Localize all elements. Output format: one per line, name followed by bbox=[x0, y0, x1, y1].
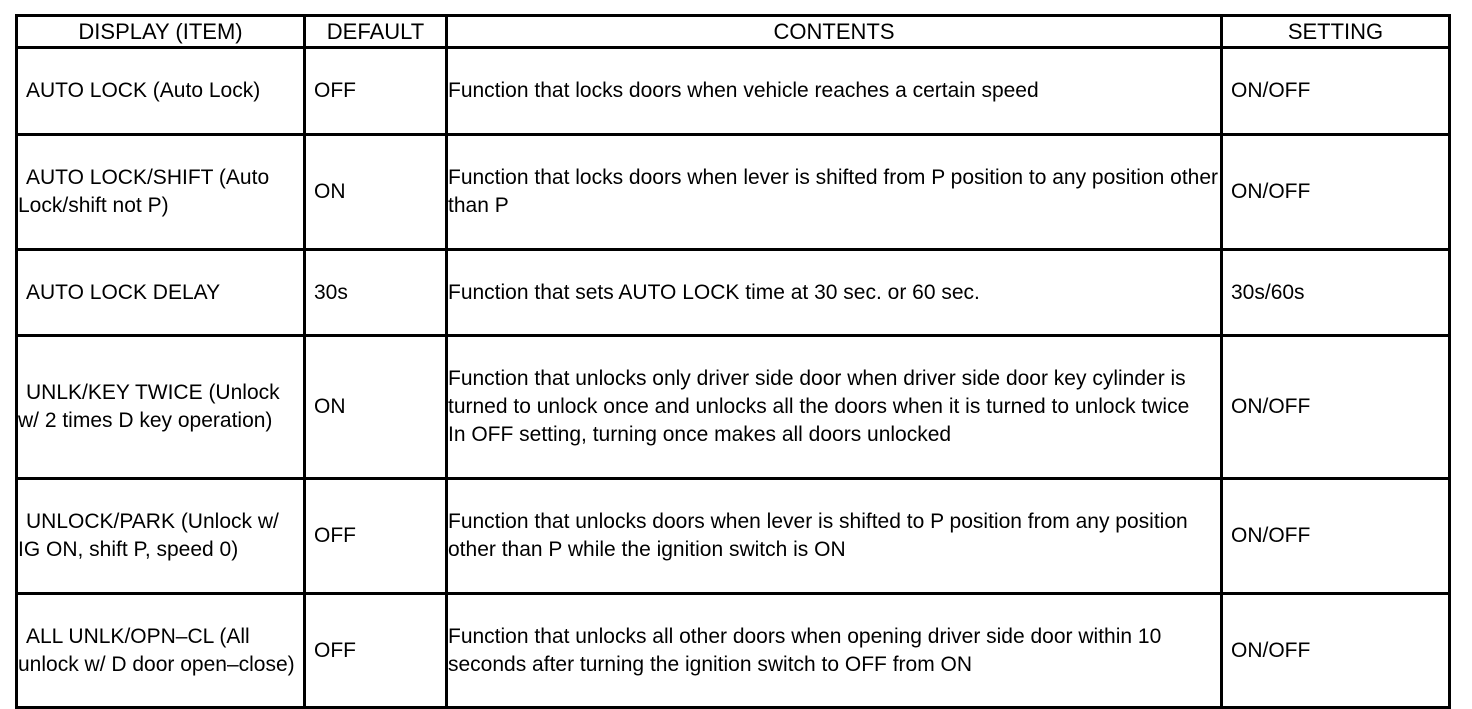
cell-default-value: OFF bbox=[303, 46, 448, 137]
cell-default-value: OFF bbox=[303, 477, 448, 595]
cell-default-value: OFF bbox=[303, 591, 448, 709]
cell-display-item: UNLOCK/PARK (Unlock w/ IG ON, shift P, s… bbox=[15, 477, 306, 595]
default-value-text: OFF bbox=[314, 79, 356, 103]
setting-value-text: 30s/60s bbox=[1231, 280, 1305, 304]
default-value-text: ON bbox=[314, 395, 346, 419]
contents-line: Function that unlocks only driver side d… bbox=[448, 367, 1190, 419]
cell-contents: Function that unlocks all other doors wh… bbox=[445, 591, 1223, 709]
column-header-setting: SETTING bbox=[1220, 13, 1451, 50]
cell-setting-value: ON/OFF bbox=[1220, 477, 1451, 595]
table-row: AUTO LOCK (Auto Lock) OFF Function that … bbox=[15, 46, 1451, 137]
table-header: DISPLAY (ITEM) DEFAULT CONTENTS SETTING bbox=[15, 13, 1451, 50]
setting-value-text: ON/OFF bbox=[1231, 523, 1311, 547]
setting-value-text: ON/OFF bbox=[1231, 79, 1311, 103]
default-value-text: OFF bbox=[314, 638, 356, 662]
table-header-row: DISPLAY (ITEM) DEFAULT CONTENTS SETTING bbox=[15, 13, 1451, 50]
cell-contents: Function that sets AUTO LOCK time at 30 … bbox=[445, 247, 1223, 338]
cell-contents: Function that locks doors when vehicle r… bbox=[445, 46, 1223, 137]
cell-display-item: AUTO LOCK (Auto Lock) bbox=[15, 46, 306, 137]
display-item-text: UNLOCK/PARK (Unlock w/ IG ON, shift P, s… bbox=[18, 510, 279, 561]
contents-text: Function that locks doors when lever is … bbox=[448, 135, 1220, 249]
column-header-contents: CONTENTS bbox=[445, 13, 1223, 50]
contents-line: Function that locks doors when lever is … bbox=[448, 165, 1219, 217]
column-header-display-item-label: DISPLAY (ITEM) bbox=[78, 19, 243, 44]
contents-line: Function that locks doors when vehicle r… bbox=[448, 79, 1039, 103]
contents-line: Function that unlocks doors when lever i… bbox=[448, 510, 1188, 561]
table-row: ALL UNLK/OPN–CL (All unlock w/ D door op… bbox=[15, 591, 1451, 709]
cell-contents: Function that unlocks doors when lever i… bbox=[445, 477, 1223, 595]
column-header-default-label: DEFAULT bbox=[326, 19, 425, 44]
cell-contents: Function that unlocks only driver side d… bbox=[445, 334, 1223, 481]
setting-value-text: ON/OFF bbox=[1231, 179, 1311, 203]
cell-display-item: ALL UNLK/OPN–CL (All unlock w/ D door op… bbox=[15, 591, 306, 709]
contents-line: Function that sets AUTO LOCK time at 30 … bbox=[448, 280, 980, 304]
table-row: AUTO LOCK/SHIFT (Auto Lock/shift not P) … bbox=[15, 133, 1451, 251]
contents-text: Function that sets AUTO LOCK time at 30 … bbox=[448, 250, 1220, 336]
cell-setting-value: ON/OFF bbox=[1220, 334, 1451, 481]
setting-value-text: ON/OFF bbox=[1231, 395, 1311, 419]
settings-specification-table: DISPLAY (ITEM) DEFAULT CONTENTS SETTING … bbox=[15, 13, 1451, 709]
cell-setting-value: ON/OFF bbox=[1220, 46, 1451, 137]
cell-default-value: ON bbox=[303, 133, 448, 251]
contents-text: Function that unlocks doors when lever i… bbox=[448, 479, 1220, 593]
cell-display-item: UNLK/KEY TWICE (Unlock w/ 2 times D key … bbox=[15, 334, 306, 481]
document-page: DISPLAY (ITEM) DEFAULT CONTENTS SETTING … bbox=[15, 13, 1451, 709]
display-item-text: AUTO LOCK DELAY bbox=[26, 280, 221, 304]
column-header-display-item: DISPLAY (ITEM) bbox=[15, 13, 306, 50]
contents-text: Function that unlocks only driver side d… bbox=[448, 336, 1220, 478]
default-value-text: OFF bbox=[314, 523, 356, 547]
contents-line: Function that unlocks all other doors wh… bbox=[448, 624, 1162, 676]
contents-line: In OFF setting, turning once makes all d… bbox=[448, 423, 952, 447]
cell-display-item: AUTO LOCK DELAY bbox=[15, 247, 306, 338]
column-header-default: DEFAULT bbox=[303, 13, 448, 50]
display-item-text: UNLK/KEY TWICE (Unlock w/ 2 times D key … bbox=[18, 381, 280, 433]
cell-setting-value: ON/OFF bbox=[1220, 133, 1451, 251]
cell-display-item: AUTO LOCK/SHIFT (Auto Lock/shift not P) bbox=[15, 133, 306, 251]
column-header-setting-label: SETTING bbox=[1287, 19, 1384, 44]
display-item-text: ALL UNLK/OPN–CL (All unlock w/ D door op… bbox=[18, 624, 295, 676]
table-row: UNLK/KEY TWICE (Unlock w/ 2 times D key … bbox=[15, 334, 1451, 481]
default-value-text: ON bbox=[314, 179, 346, 203]
table-body: AUTO LOCK (Auto Lock) OFF Function that … bbox=[15, 46, 1451, 709]
contents-text: Function that unlocks all other doors wh… bbox=[448, 594, 1220, 708]
column-header-contents-label: CONTENTS bbox=[773, 19, 895, 44]
table-row: UNLOCK/PARK (Unlock w/ IG ON, shift P, s… bbox=[15, 477, 1451, 595]
cell-default-value: 30s bbox=[303, 247, 448, 338]
display-item-text: AUTO LOCK/SHIFT (Auto Lock/shift not P) bbox=[18, 165, 270, 217]
table-row: AUTO LOCK DELAY 30s Function that sets A… bbox=[15, 247, 1451, 338]
contents-text: Function that locks doors when vehicle r… bbox=[448, 48, 1220, 134]
setting-value-text: ON/OFF bbox=[1231, 638, 1311, 662]
cell-setting-value: 30s/60s bbox=[1220, 247, 1451, 338]
cell-contents: Function that locks doors when lever is … bbox=[445, 133, 1223, 251]
default-value-text: 30s bbox=[314, 280, 348, 304]
cell-setting-value: ON/OFF bbox=[1220, 591, 1451, 709]
display-item-text: AUTO LOCK (Auto Lock) bbox=[26, 79, 261, 103]
cell-default-value: ON bbox=[303, 334, 448, 481]
